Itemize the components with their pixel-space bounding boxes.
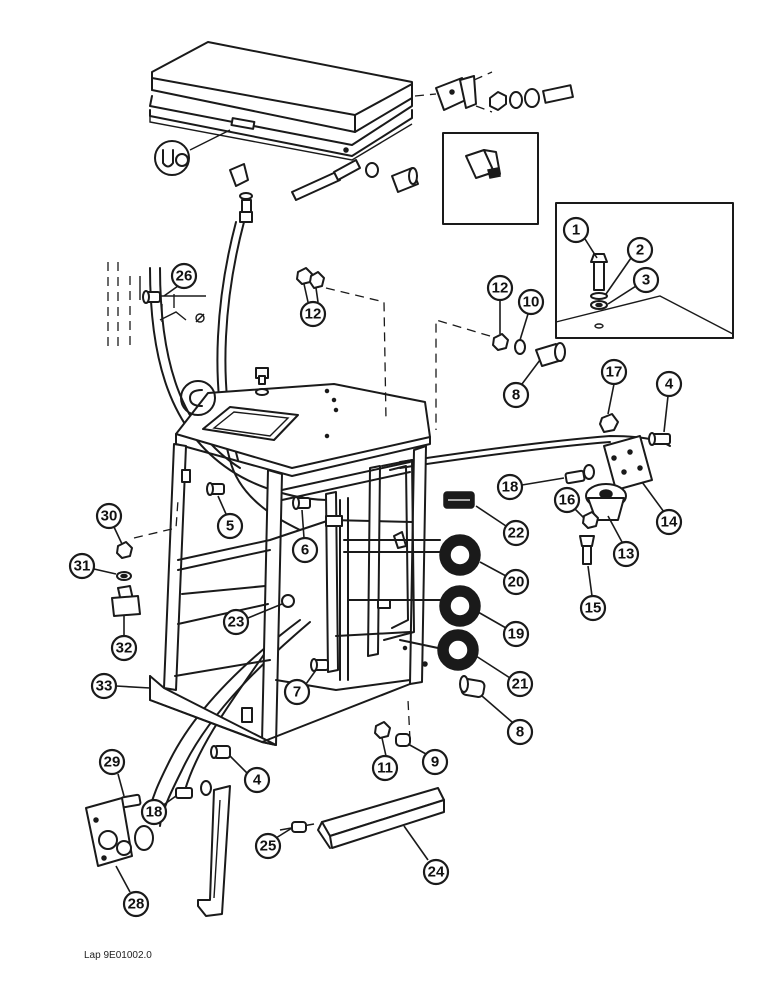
callout-label: 12 — [305, 306, 322, 323]
callout-25[interactable]: 25 — [254, 827, 293, 860]
callout-label: 29 — [104, 754, 121, 771]
callout-19[interactable]: 19 — [477, 611, 530, 648]
callout-3[interactable]: 3 — [607, 266, 660, 305]
callout-label: 19 — [508, 626, 525, 643]
gas-strut — [229, 159, 419, 223]
callout-28[interactable]: 28 — [115, 865, 150, 918]
callout-label: 4 — [665, 376, 674, 393]
callout-label: 16 — [559, 492, 576, 509]
callout-26[interactable]: 26 — [163, 262, 198, 297]
grommets-and-plugs — [343, 491, 481, 671]
callout-16[interactable]: 16 — [553, 486, 585, 519]
mounting-hardware-right — [296, 267, 671, 747]
callout-8-lower[interactable]: 8 — [481, 695, 534, 746]
left-side-hardware — [85, 290, 231, 917]
roof-panel-assembly — [149, 41, 574, 176]
callout-4-lower[interactable]: 4 — [229, 755, 271, 794]
callout-label: 20 — [508, 574, 525, 591]
callout-label: 28 — [128, 896, 145, 913]
callout-12-right[interactable]: 12 — [486, 274, 514, 334]
callout-label: 1 — [572, 222, 580, 239]
callout-label: 18 — [502, 479, 519, 496]
callout-label: 12 — [492, 280, 509, 297]
cab-frame — [149, 383, 431, 746]
callout-18-lower[interactable]: 18 — [140, 795, 177, 826]
callout-label: 5 — [226, 518, 234, 535]
callout-label: 4 — [253, 772, 262, 789]
hinge-detail-inset — [442, 132, 539, 225]
callout-29[interactable]: 29 — [98, 748, 126, 797]
callout-label: 3 — [642, 272, 650, 289]
callout-label: 14 — [661, 514, 678, 531]
callout-20[interactable]: 20 — [479, 561, 530, 596]
callout-label: 32 — [116, 640, 133, 657]
callout-11[interactable]: 11 — [371, 737, 399, 782]
callout-label: 7 — [293, 684, 301, 701]
callout-12-upper[interactable]: 12 — [299, 283, 327, 328]
callout-label: 10 — [523, 294, 540, 311]
callout-label: 8 — [516, 724, 524, 741]
callout-label: 13 — [618, 546, 635, 563]
callout-label: 9 — [431, 754, 439, 771]
callout-label: 6 — [301, 542, 309, 559]
callout-label: 26 — [176, 268, 193, 285]
callout-18-right[interactable]: 18 — [496, 473, 565, 501]
drawing-reference-code: Lap 9E01002.0 — [84, 950, 152, 961]
callout-13[interactable]: 13 — [607, 515, 640, 568]
callout-10[interactable]: 10 — [517, 288, 545, 341]
callout-label: 31 — [74, 558, 91, 575]
callout-label: 2 — [636, 242, 644, 259]
callout-21[interactable]: 21 — [475, 655, 534, 698]
callout-32[interactable]: 32 — [110, 616, 138, 662]
callout-label: 21 — [512, 676, 529, 693]
callout-22[interactable]: 22 — [475, 505, 530, 547]
callout-5[interactable]: 5 — [216, 495, 244, 540]
callout-33[interactable]: 33 — [90, 672, 151, 700]
callout-24[interactable]: 24 — [403, 825, 450, 886]
callout-9[interactable]: 9 — [407, 743, 449, 776]
door-seal — [279, 787, 445, 849]
callout-30[interactable]: 30 — [95, 502, 123, 545]
callout-2[interactable]: 2 — [605, 236, 654, 295]
callout-label: 23 — [228, 614, 245, 631]
callout-label: 25 — [260, 838, 277, 855]
callout-label: 11 — [377, 760, 393, 777]
callout-15[interactable]: 15 — [579, 565, 607, 622]
callout-6[interactable]: 6 — [291, 509, 319, 564]
callout-31[interactable]: 31 — [68, 552, 117, 580]
callout-label: 17 — [606, 364, 623, 381]
callout-label: 30 — [101, 508, 118, 525]
callout-17[interactable]: 17 — [600, 358, 628, 415]
callout-label: 15 — [585, 600, 602, 617]
callout-4-upper[interactable]: 4 — [655, 370, 683, 433]
callout-label: 8 — [512, 387, 520, 404]
callout-label: 22 — [508, 525, 525, 542]
callout-1[interactable]: 1 — [562, 216, 598, 259]
callout-7[interactable]: 7 — [283, 669, 317, 706]
callout-label: 18 — [146, 804, 163, 821]
callout-label: 33 — [96, 678, 113, 695]
frame-fasteners — [206, 367, 329, 672]
callout-8-upper[interactable]: 8 — [502, 359, 541, 409]
callout-23[interactable]: 23 — [222, 603, 283, 636]
callout-label: 24 — [428, 864, 445, 881]
callout-14[interactable]: 14 — [641, 481, 683, 536]
